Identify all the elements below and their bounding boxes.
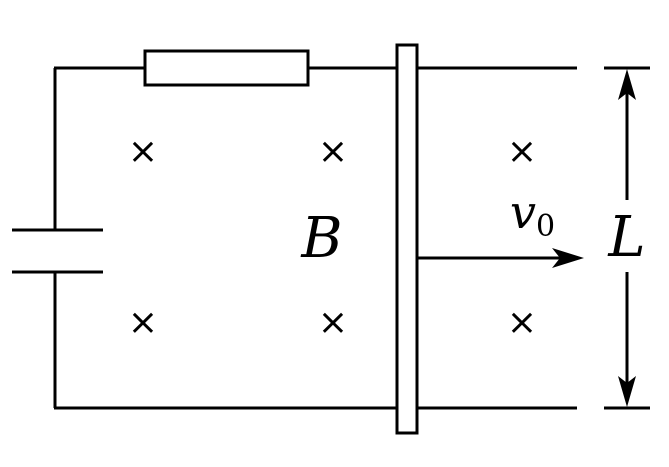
field-mark: × [507, 302, 537, 343]
field-mark: × [507, 131, 537, 172]
velocity-subscript: 0 [536, 209, 555, 244]
field-label: B [300, 206, 342, 271]
field-mark: × [128, 131, 158, 172]
dimension-arrowhead-down-icon [618, 376, 636, 407]
velocity-symbol: v [510, 185, 536, 239]
field-mark: × [318, 302, 348, 343]
velocity-arrowhead-icon [552, 248, 584, 268]
sliding-rod [395, 43, 419, 435]
field-mark: × [318, 131, 348, 172]
field-mark: × [128, 302, 158, 343]
resistor [143, 49, 310, 87]
velocity-label: v0 [510, 185, 555, 244]
dimension-arrowhead-up-icon [618, 69, 636, 100]
length-label: L [607, 205, 645, 270]
